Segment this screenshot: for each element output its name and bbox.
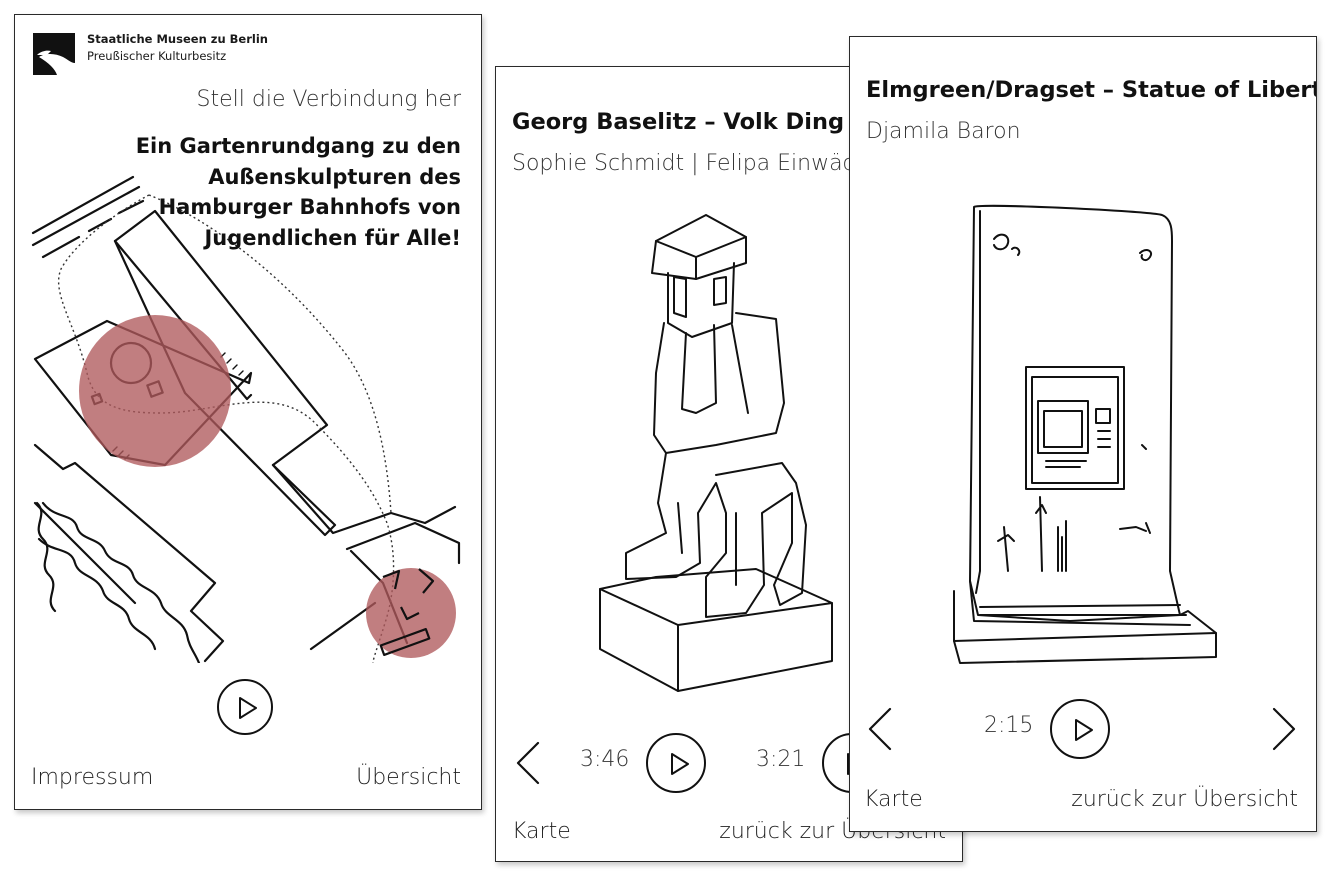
headline: Ein Gartenrundgang zu den Außenskulpture… bbox=[135, 134, 461, 250]
play-button-track-1[interactable] bbox=[646, 733, 706, 793]
artwork-screen-elmgreen: Elmgreen/Dragset – Statue of Liberty Dja… bbox=[849, 36, 1317, 832]
map-link[interactable]: Karte bbox=[864, 787, 923, 812]
institution-name-line2: Preußischer Kulturbesitz bbox=[87, 49, 227, 63]
smb-logo bbox=[33, 33, 75, 75]
chevron-right-icon[interactable] bbox=[1270, 705, 1300, 753]
overview-link[interactable]: Übersicht bbox=[356, 765, 461, 790]
artwork-title: Elmgreen/Dragset – Statue of Liberty bbox=[866, 77, 1317, 103]
impressum-link[interactable]: Impressum bbox=[31, 765, 154, 790]
garden-map[interactable] bbox=[15, 173, 482, 663]
home-screen: Staatliche Museen zu Berlin Preußischer … bbox=[14, 14, 482, 810]
map-highlight-area-1[interactable] bbox=[79, 315, 231, 467]
map-highlight-area-2[interactable] bbox=[366, 568, 456, 658]
play-button-track-1[interactable] bbox=[1050, 699, 1110, 759]
artwork-title: Georg Baselitz – Volk Ding Zero bbox=[512, 109, 911, 135]
institution-name: Staatliche Museen zu Berlin Preußischer … bbox=[87, 31, 268, 65]
chevron-left-icon[interactable] bbox=[864, 705, 894, 753]
track-duration-1: 3:46 bbox=[580, 747, 630, 772]
artwork-authors: Sophie Schmidt | Felipa Einwächter bbox=[512, 151, 900, 176]
play-button[interactable] bbox=[217, 679, 273, 735]
play-icon bbox=[239, 697, 257, 719]
artwork-authors: Djamila Baron bbox=[866, 119, 1021, 144]
play-icon bbox=[1075, 719, 1093, 741]
statue-of-liberty-atm-drawing bbox=[953, 204, 1217, 664]
map-link[interactable]: Karte bbox=[512, 819, 571, 844]
track-duration-1: 2:15 bbox=[984, 713, 1034, 738]
tagline: Stell die Verbindung her bbox=[196, 87, 461, 112]
institution-name-line1: Staatliche Museen zu Berlin bbox=[87, 32, 268, 46]
play-icon bbox=[671, 753, 689, 775]
back-to-overview-link[interactable]: zurück zur Übersicht bbox=[1071, 787, 1298, 812]
track-duration-2: 3:21 bbox=[756, 747, 806, 772]
chevron-left-icon[interactable] bbox=[512, 739, 542, 787]
baselitz-sculpture-drawing bbox=[599, 214, 833, 692]
